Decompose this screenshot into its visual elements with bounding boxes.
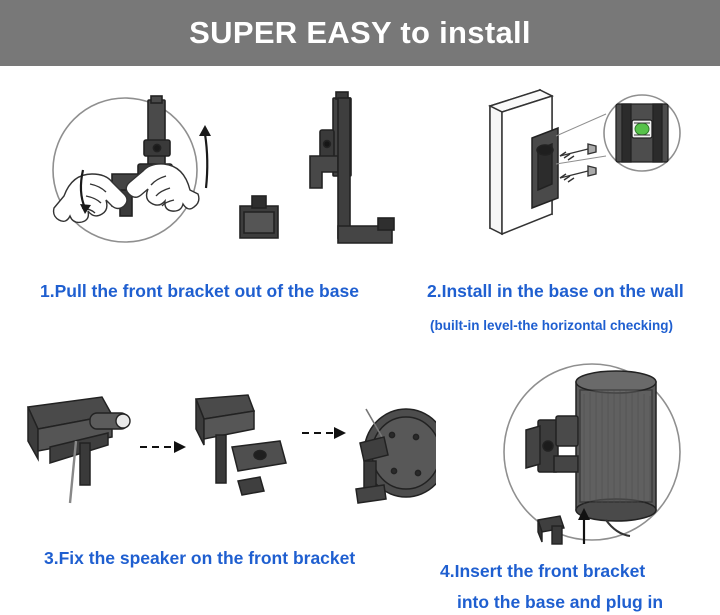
header-banner: SUPER EASY to install bbox=[0, 0, 720, 66]
step-4-illustration bbox=[480, 360, 705, 555]
page-title: SUPER EASY to install bbox=[189, 15, 531, 50]
step-4-caption: 4.Insert the front bracket bbox=[440, 561, 646, 581]
step-3-caption: 3.Fix the speaker on the front bracket bbox=[44, 548, 356, 568]
step-1-caption: 1.Pull the front bracket out of the base bbox=[40, 281, 359, 301]
step-2-caption: 2.Install in the base on the wall bbox=[427, 281, 684, 301]
step-3-illustration bbox=[16, 385, 436, 540]
step-2-illustration bbox=[460, 78, 690, 263]
step-2-sub-caption: (built-in level-the horizontal checking) bbox=[430, 318, 674, 333]
step-4-sub-caption: into the base and plug in bbox=[457, 592, 664, 612]
step-1-illustration bbox=[20, 78, 420, 268]
